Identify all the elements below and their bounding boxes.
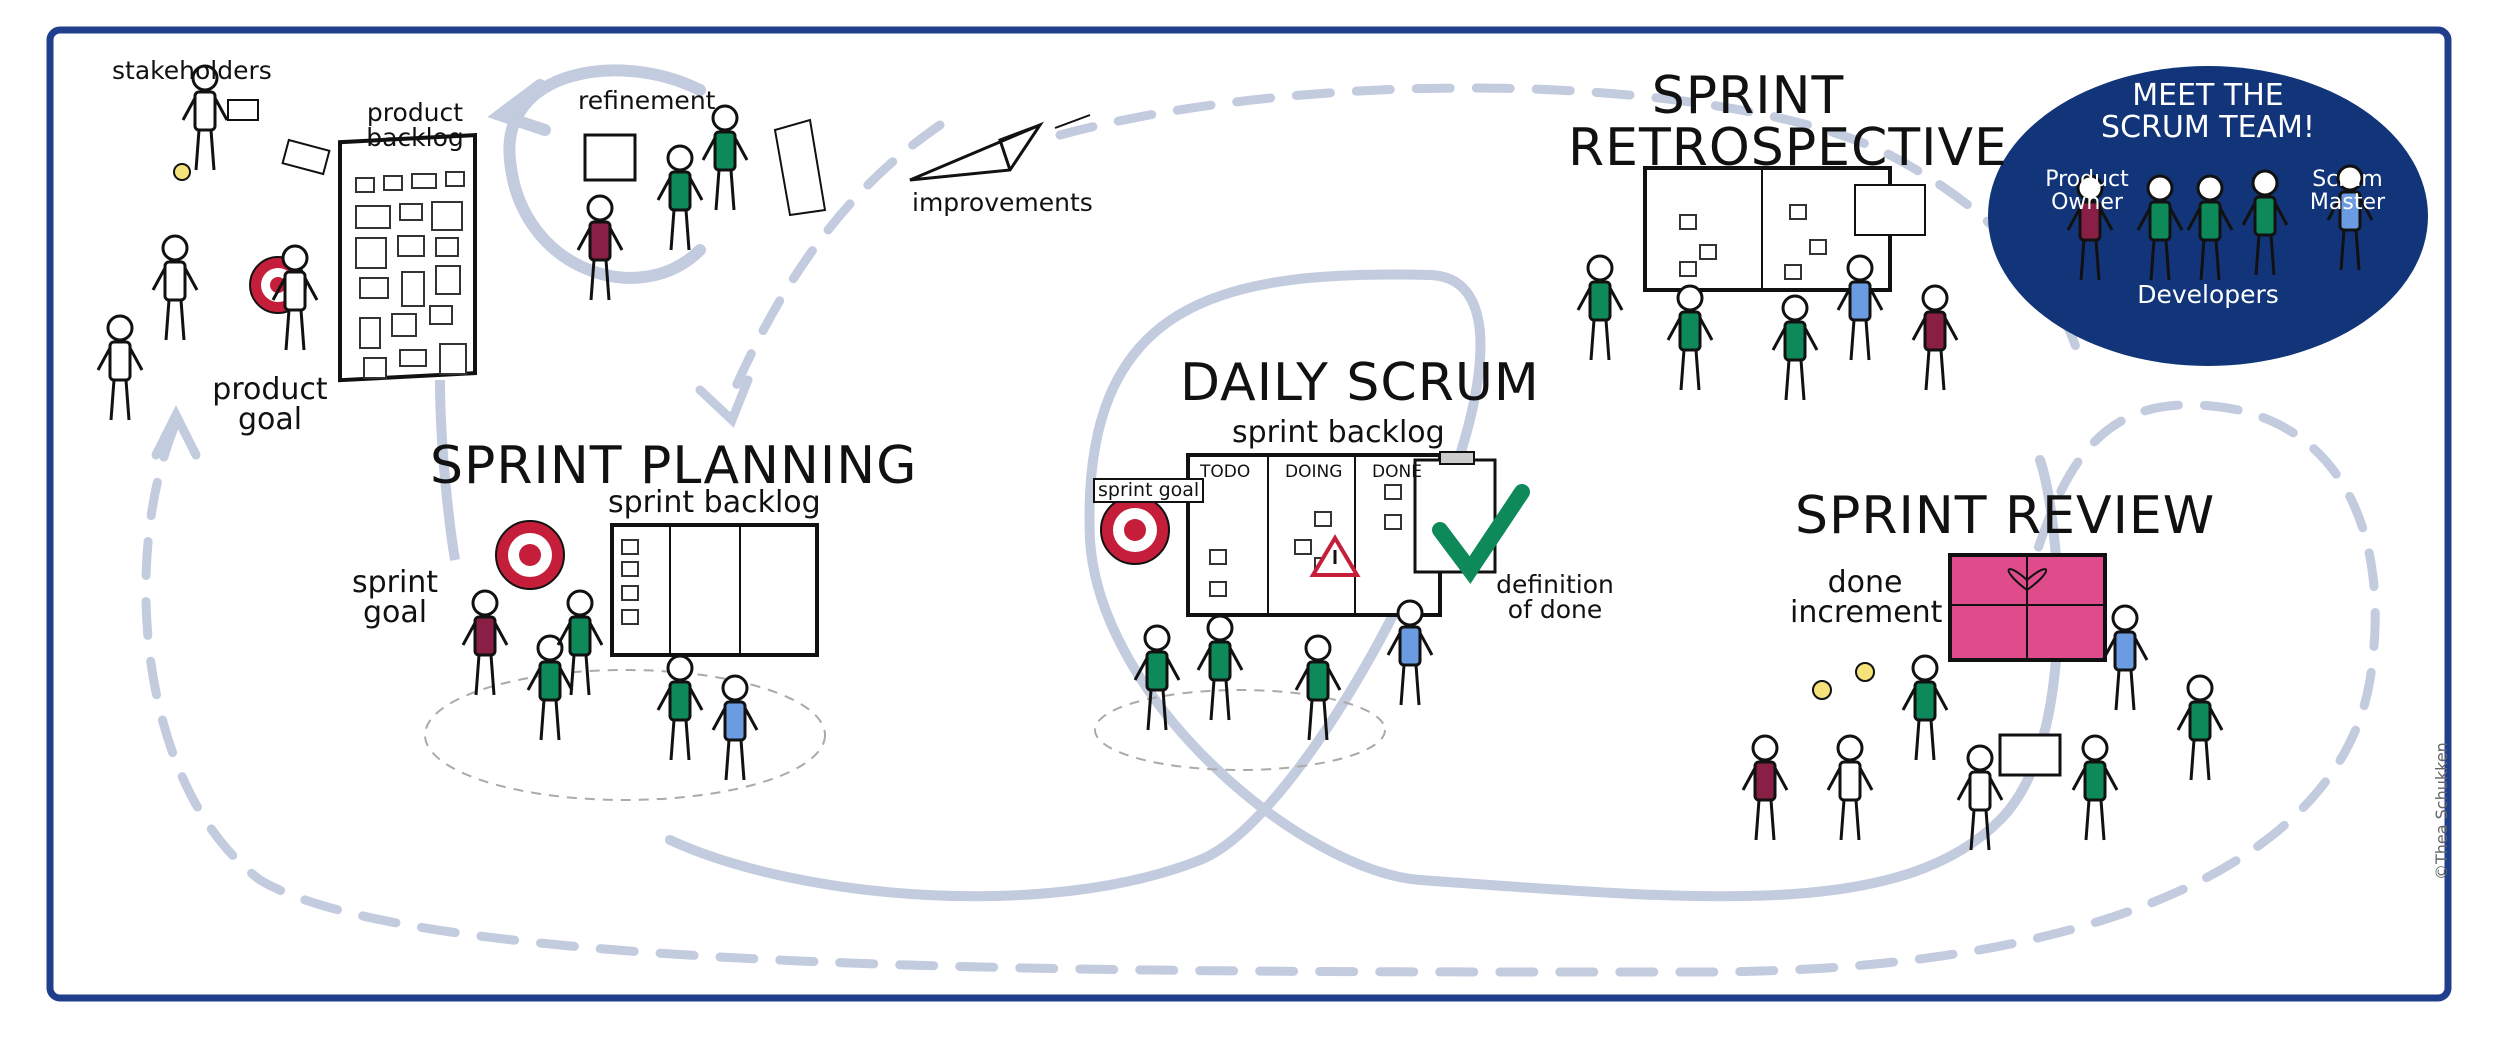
retro-board (1645, 168, 1925, 290)
done-increment-gift (1950, 555, 2105, 660)
sprint-retrospective-title: SPRINT RETROSPECTIVE (1568, 70, 1928, 174)
definition-of-done-label: definition of done (1490, 572, 1620, 622)
definition-of-done-line2: of done (1490, 597, 1620, 622)
scrum-master-label: Scrum Master (2300, 168, 2395, 214)
done-increment-label: done increment (1790, 568, 1940, 628)
stakeholders-label: stakeholders (112, 58, 272, 83)
sprint-goal-label-line2: goal (345, 598, 445, 628)
developers-label: Developers (2128, 282, 2288, 308)
stakeholder-figures (98, 66, 329, 420)
sprint-retrospective-line2: RETROSPECTIVE (1568, 122, 1928, 174)
product-backlog-board (340, 135, 475, 380)
doing-column-header: DOING (1285, 462, 1342, 482)
done-increment-line2: increment (1790, 598, 1940, 628)
artist-credit: ©Thea Schukken (2432, 742, 2451, 880)
scrum-master-line1: Scrum (2300, 168, 2395, 191)
product-owner-line2: Owner (2032, 191, 2142, 214)
sprint-review-title: SPRINT REVIEW (1795, 490, 2215, 542)
daily-scrum-title: DAILY SCRUM (1180, 357, 1540, 409)
todo-column-header: TODO (1200, 462, 1250, 482)
scrum-team-title: MEET THE SCRUM TEAM! (2088, 80, 2328, 143)
daily-sprint-backlog-label: sprint backlog (1232, 418, 1445, 448)
definition-of-done-clipboard (1415, 452, 1522, 572)
product-goal-label-line1: product (205, 375, 335, 405)
scrum-team-title-line1: MEET THE (2088, 80, 2328, 112)
sprint-goal-label-line1: sprint (345, 568, 445, 598)
product-goal-target-icon (250, 246, 317, 350)
product-backlog-label-line2: backlog (355, 125, 475, 150)
daily-target-icon (1101, 496, 1169, 564)
product-owner-line1: Product (2032, 168, 2142, 191)
sprint-goal-label: sprint goal (345, 568, 445, 628)
product-backlog-label-line1: product (355, 100, 475, 125)
planning-sprint-backlog-label: sprint backlog (608, 488, 821, 518)
improvements-label: improvements (912, 190, 1093, 215)
done-column-header: DONE (1372, 462, 1422, 482)
to-stakeholders-arrowhead (156, 415, 196, 455)
sprint-backlog-board-planning (612, 525, 817, 655)
planning-team-ellipse (425, 670, 825, 800)
product-backlog-label: product backlog (355, 100, 475, 150)
definition-of-done-line1: definition (1490, 572, 1620, 597)
refinement-label: refinement (578, 88, 715, 113)
product-goal-label: product goal (205, 375, 335, 435)
sprint-goal-tag: sprint goal (1093, 478, 1204, 503)
sprint-retrospective-line1: SPRINT (1568, 70, 1928, 122)
to-planning-arrowhead (700, 380, 748, 420)
sprint-goal-target-icon (496, 521, 564, 589)
done-increment-line1: done (1790, 568, 1940, 598)
scrum-team-title-line2: SCRUM TEAM! (2088, 112, 2328, 144)
to-planning-dashed-arc (730, 125, 940, 400)
product-owner-label: Product Owner (2032, 168, 2142, 214)
product-goal-label-line2: goal (205, 405, 335, 435)
scrum-master-line2: Master (2300, 191, 2395, 214)
